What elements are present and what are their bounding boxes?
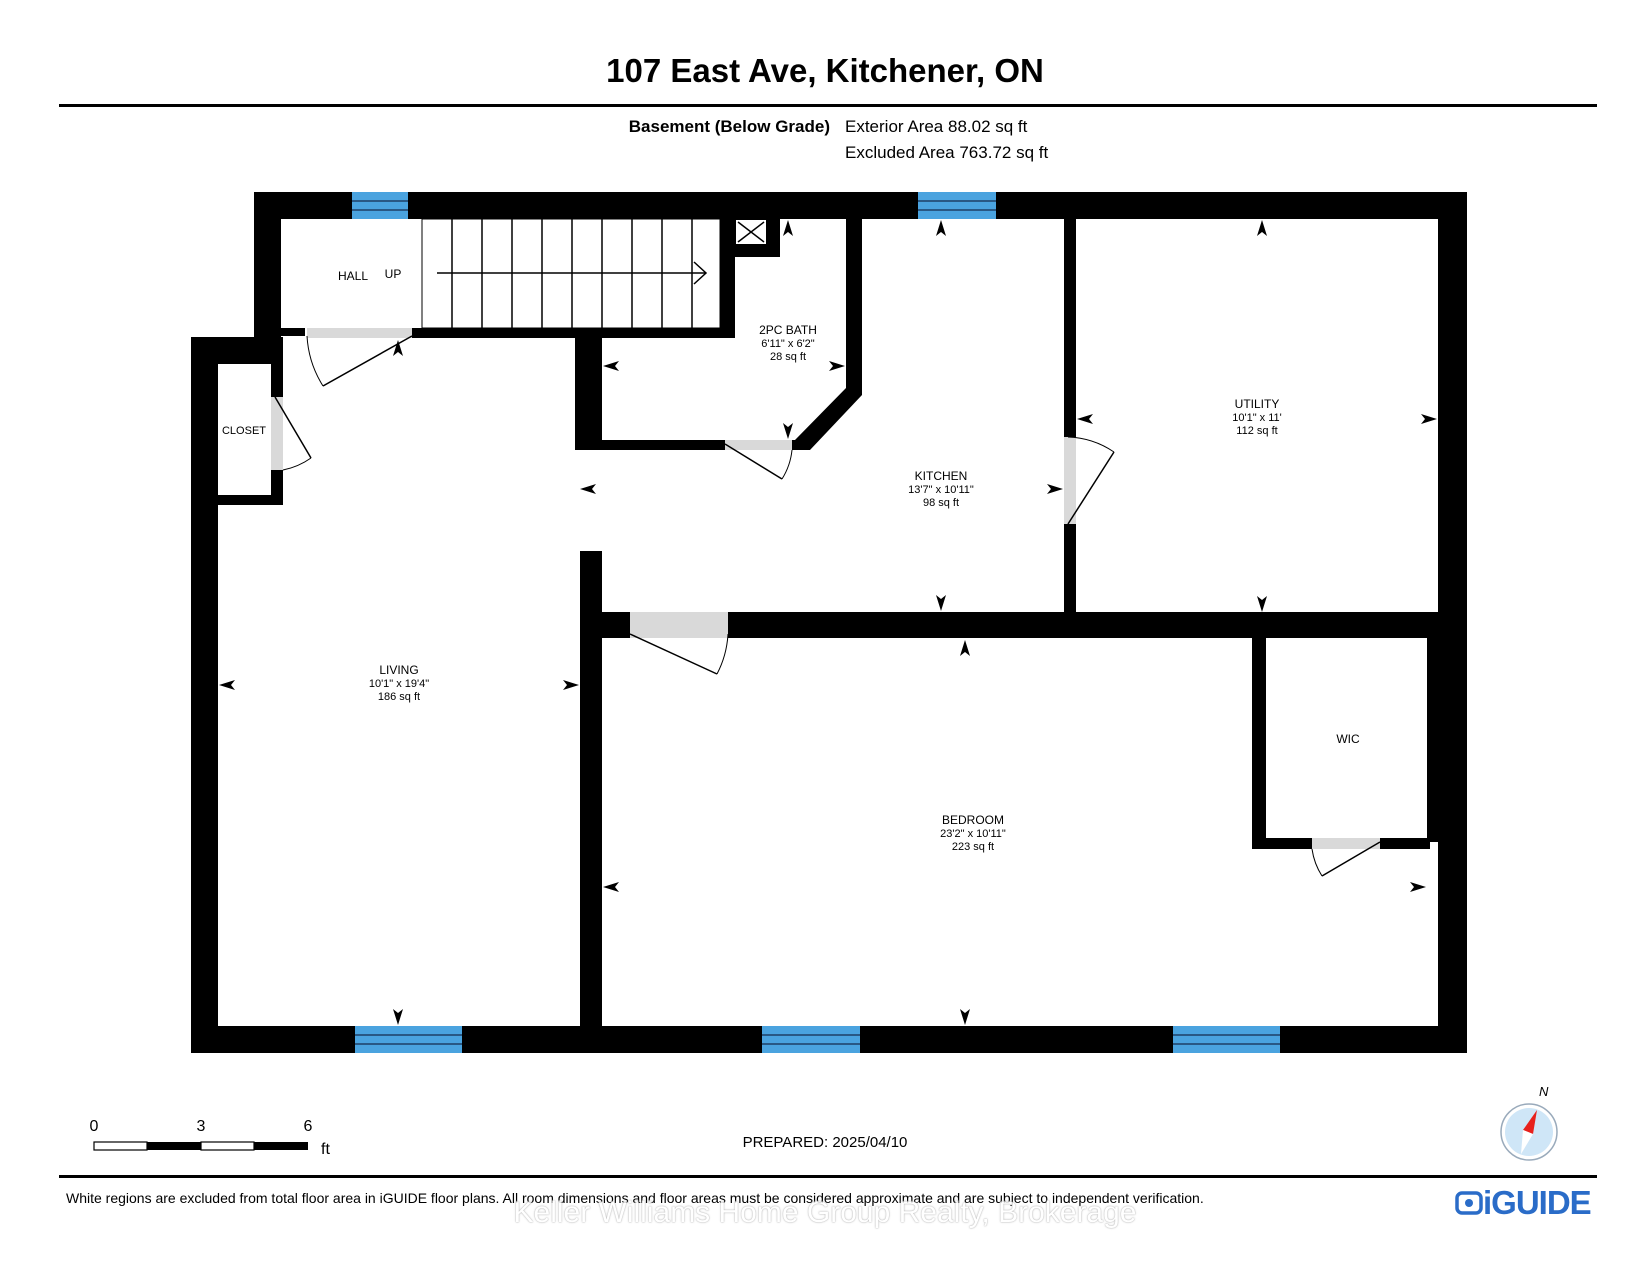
- arrow-up: [393, 340, 403, 356]
- room-living-name: LIVING: [379, 663, 418, 677]
- scale-tick-3: 3: [197, 1118, 206, 1135]
- room-kitchen-dims: 13'7" x 10'11": [908, 484, 974, 496]
- window: [1173, 1026, 1280, 1053]
- arrow-down: [393, 1009, 403, 1025]
- arrow-right: [1421, 414, 1437, 424]
- room-closet-name: CLOSET: [222, 425, 266, 437]
- window: [352, 192, 408, 219]
- iguide-logo[interactable]: iGUIDE: [1455, 1183, 1592, 1223]
- level-name: Basement (Below Grade): [628, 117, 830, 136]
- stairs-up-label: UP: [385, 267, 402, 281]
- disclaimer: White regions are excluded from total fl…: [66, 1190, 1204, 1206]
- window: [918, 192, 996, 219]
- dimension-arrows: [219, 220, 1437, 1025]
- door: [629, 612, 729, 675]
- arrow-left: [603, 361, 619, 371]
- exterior-area: Exterior Area 88.02 sq ft: [845, 117, 1028, 136]
- walls: [191, 192, 1467, 1053]
- room-kitchen-area: 98 sq ft: [923, 497, 959, 509]
- doors: [271, 328, 1381, 877]
- north-compass-icon: N: [1500, 1084, 1558, 1161]
- door: [306, 328, 413, 387]
- arrow-left: [219, 680, 235, 690]
- room-kitchen-name: KITCHEN: [915, 469, 968, 483]
- window: [355, 1026, 462, 1053]
- arrow-down: [960, 1009, 970, 1025]
- scale-bar: 0 3 6 ft: [90, 1118, 331, 1158]
- staircase: [421, 218, 721, 329]
- room-bedroom-area: 223 sq ft: [952, 841, 994, 853]
- window: [762, 1026, 860, 1053]
- door: [1311, 838, 1381, 877]
- arrow-right: [829, 361, 845, 371]
- prepared-date: PREPARED: 2025/04/10: [742, 1134, 908, 1151]
- room-utility-area: 112 sq ft: [1236, 425, 1277, 437]
- room-bedroom-name: BEDROOM: [942, 813, 1004, 827]
- plan-title: 107 East Ave, Kitchener, ON: [606, 52, 1044, 89]
- arrow-up: [960, 640, 970, 656]
- arrow-left: [580, 484, 596, 494]
- header-divider: [59, 104, 1597, 107]
- watermark: Keller Williams Home Group Realty, Broke…: [513, 1196, 1137, 1229]
- footer-divider: [59, 1175, 1597, 1178]
- room-utility-name: UTILITY: [1235, 397, 1280, 411]
- arrow-left: [603, 882, 619, 892]
- room-labels: HALL UP 2PC BATH 6'11" x 6'2" 28 sq ft U…: [222, 267, 1360, 853]
- arrow-left: [1077, 414, 1093, 424]
- windows: [352, 192, 1280, 1053]
- room-living-dims: 10'1" x 19'4": [369, 678, 429, 690]
- scale-tick-0: 0: [90, 1118, 99, 1135]
- room-bedroom-dims: 23'2" x 10'11": [940, 828, 1006, 840]
- arrow-right: [1047, 484, 1063, 494]
- arrow-up: [936, 220, 946, 236]
- room-bath-dims: 6'11" x 6'2": [761, 338, 814, 350]
- room-wic-name: WIC: [1336, 732, 1360, 746]
- excluded-area: Excluded Area 763.72 sq ft: [845, 143, 1049, 162]
- arrow-up: [783, 220, 793, 236]
- iguide-camera-icon: [1455, 1191, 1483, 1215]
- room-bath-name: 2PC BATH: [759, 323, 817, 337]
- room-bath-area: 28 sq ft: [770, 351, 806, 363]
- scale-tick-6: 6: [304, 1118, 313, 1135]
- compass-label: N: [1539, 1084, 1549, 1099]
- door: [271, 396, 312, 471]
- vent-icon: [734, 218, 768, 246]
- door: [1064, 436, 1115, 525]
- arrow-down: [936, 595, 946, 611]
- room-hall-name: HALL: [338, 269, 368, 283]
- scale-unit: ft: [321, 1141, 330, 1158]
- brand-name: iGUIDE: [1483, 1184, 1592, 1221]
- door: [724, 440, 793, 480]
- room-utility-dims: 10'1" x 11': [1232, 412, 1282, 424]
- room-living-area: 186 sq ft: [378, 691, 420, 703]
- arrow-right: [1410, 882, 1426, 892]
- arrow-up: [1257, 220, 1267, 236]
- arrow-down: [783, 423, 793, 439]
- arrow-right: [563, 680, 579, 690]
- arrow-down: [1257, 596, 1267, 612]
